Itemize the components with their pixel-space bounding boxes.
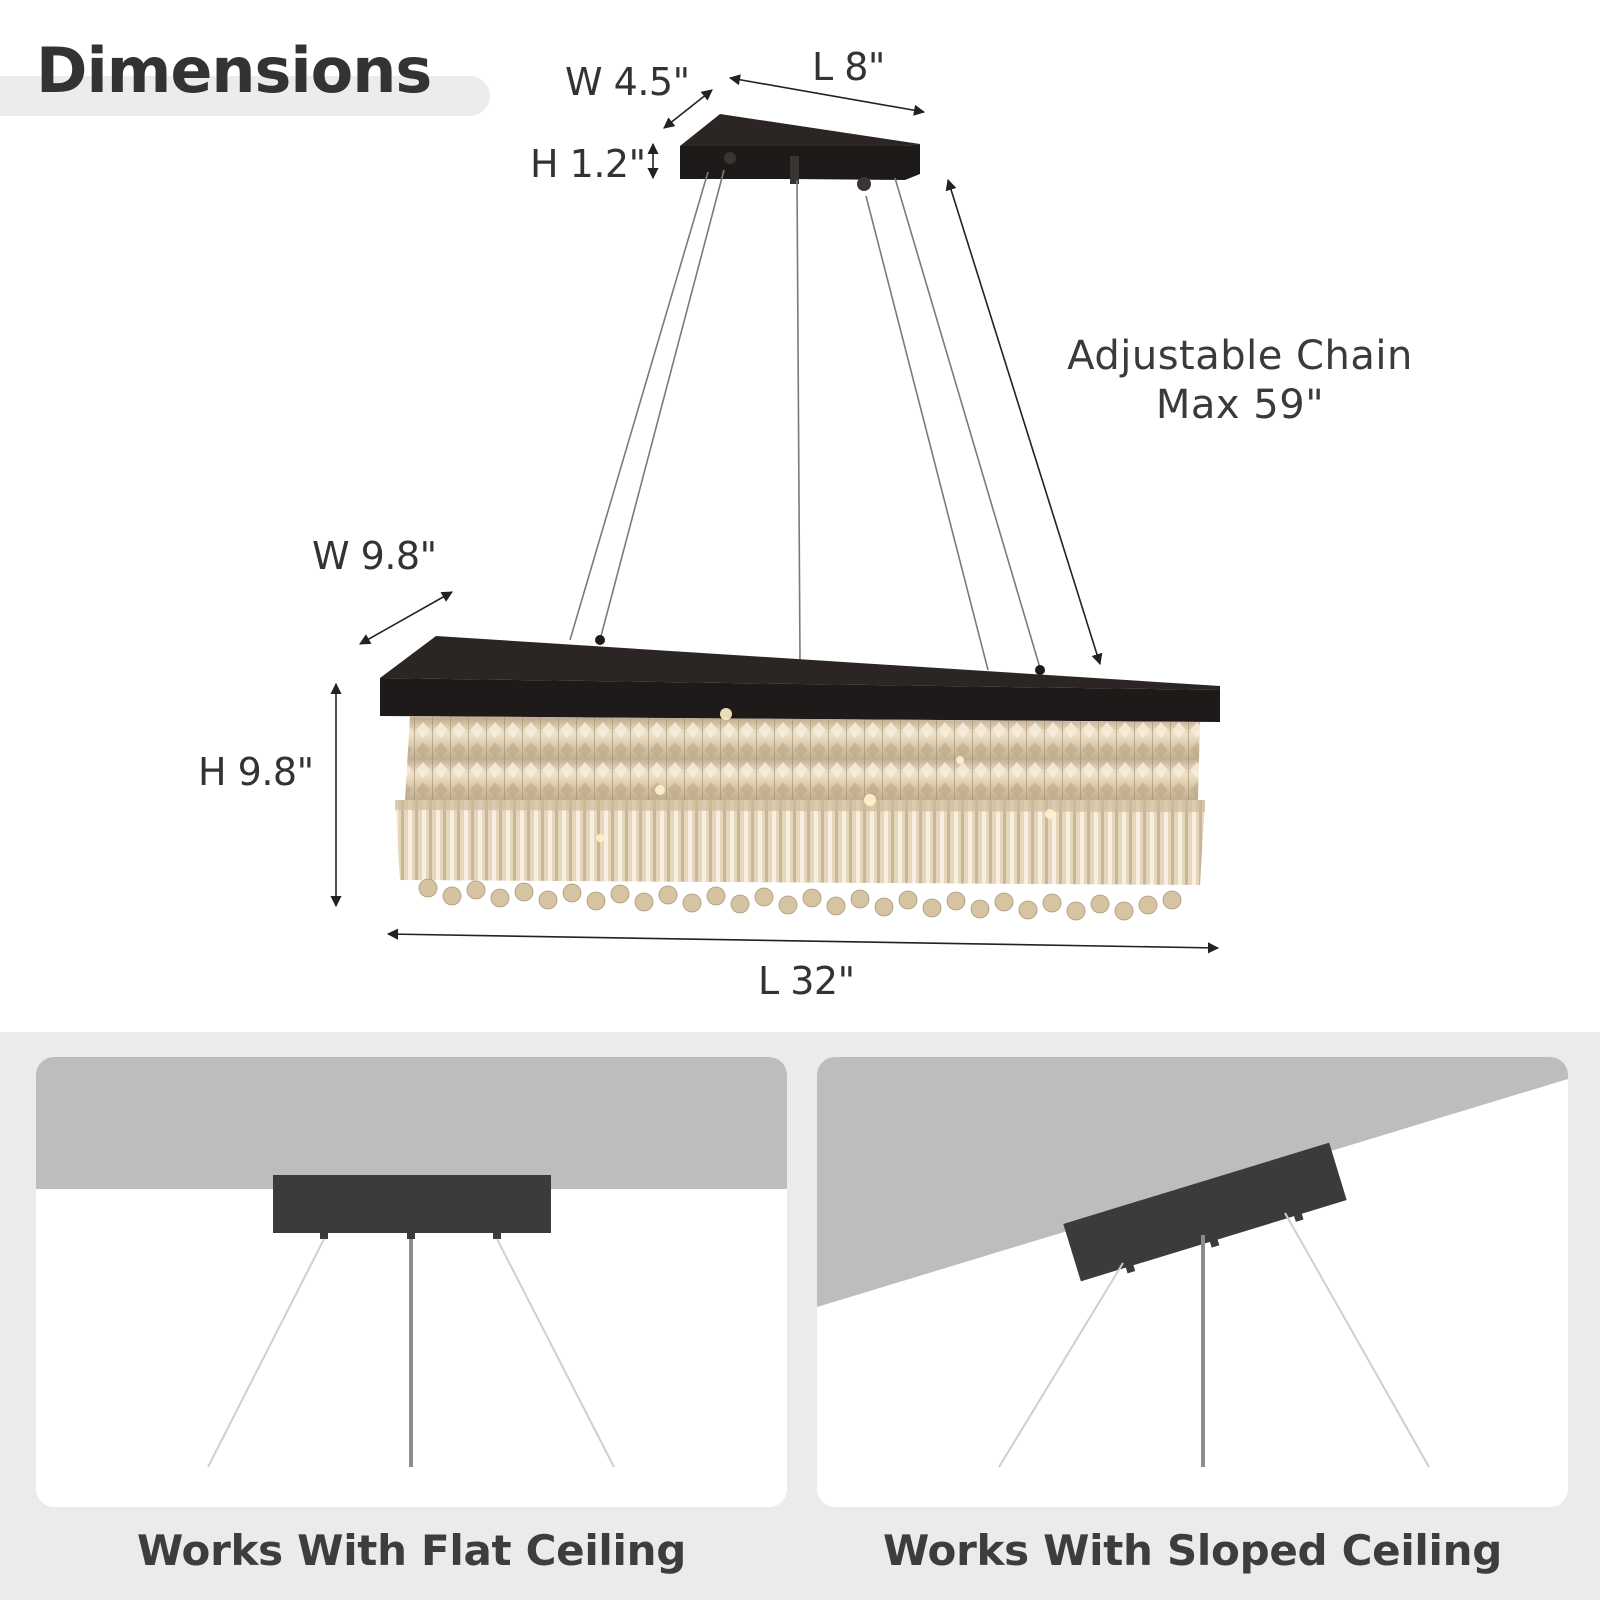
sloped-ceiling-caption: Works With Sloped Ceiling [883,1526,1502,1575]
chain-length-arrow-icon [945,178,1103,666]
flat-ceiling-caption: Works With Flat Ceiling [137,1526,686,1575]
chain-label-line2: Max 59" [1155,381,1325,428]
canopy-icon [1063,1142,1347,1282]
sloped-ceiling-illustration [817,1057,1568,1468]
canopy-height-label: H 1.2" [530,142,646,186]
sloped-ceiling-card [817,1057,1568,1507]
fixture-width-arrow-icon [359,591,453,645]
canopy-length-arrow-icon [728,74,926,116]
flat-ceiling-icon [36,1057,787,1189]
sloped-ceiling-icon [817,1057,1568,1307]
fixture-length-label: L 32" [758,959,855,1003]
canopy-width-arrow-icon [663,89,713,129]
fixture-width-label: W 9.8" [312,534,437,578]
chain-length-label: Adjustable Chain Max 59" [1030,332,1450,430]
fixture-length-arrow-icon [386,928,1220,954]
dimension-arrows [330,74,1220,954]
title-background [0,76,490,116]
chandelier-frame [380,635,1220,722]
flat-ceiling-illustration [36,1057,787,1468]
suspension-cables [569,169,1041,671]
canopy-length-label: L 8" [812,45,885,89]
page-title: Dimensions [36,34,432,107]
canopy-width-label: W 4.5" [565,60,690,104]
chain-label-line1: Adjustable Chain [1067,333,1413,379]
canopy-icon [273,1175,551,1233]
fixture-height-label: H 9.8" [198,750,314,794]
crystal-body [395,708,1205,921]
chandelier-diagram [330,74,1220,954]
canopy [680,114,920,191]
flat-ceiling-card [36,1057,787,1507]
